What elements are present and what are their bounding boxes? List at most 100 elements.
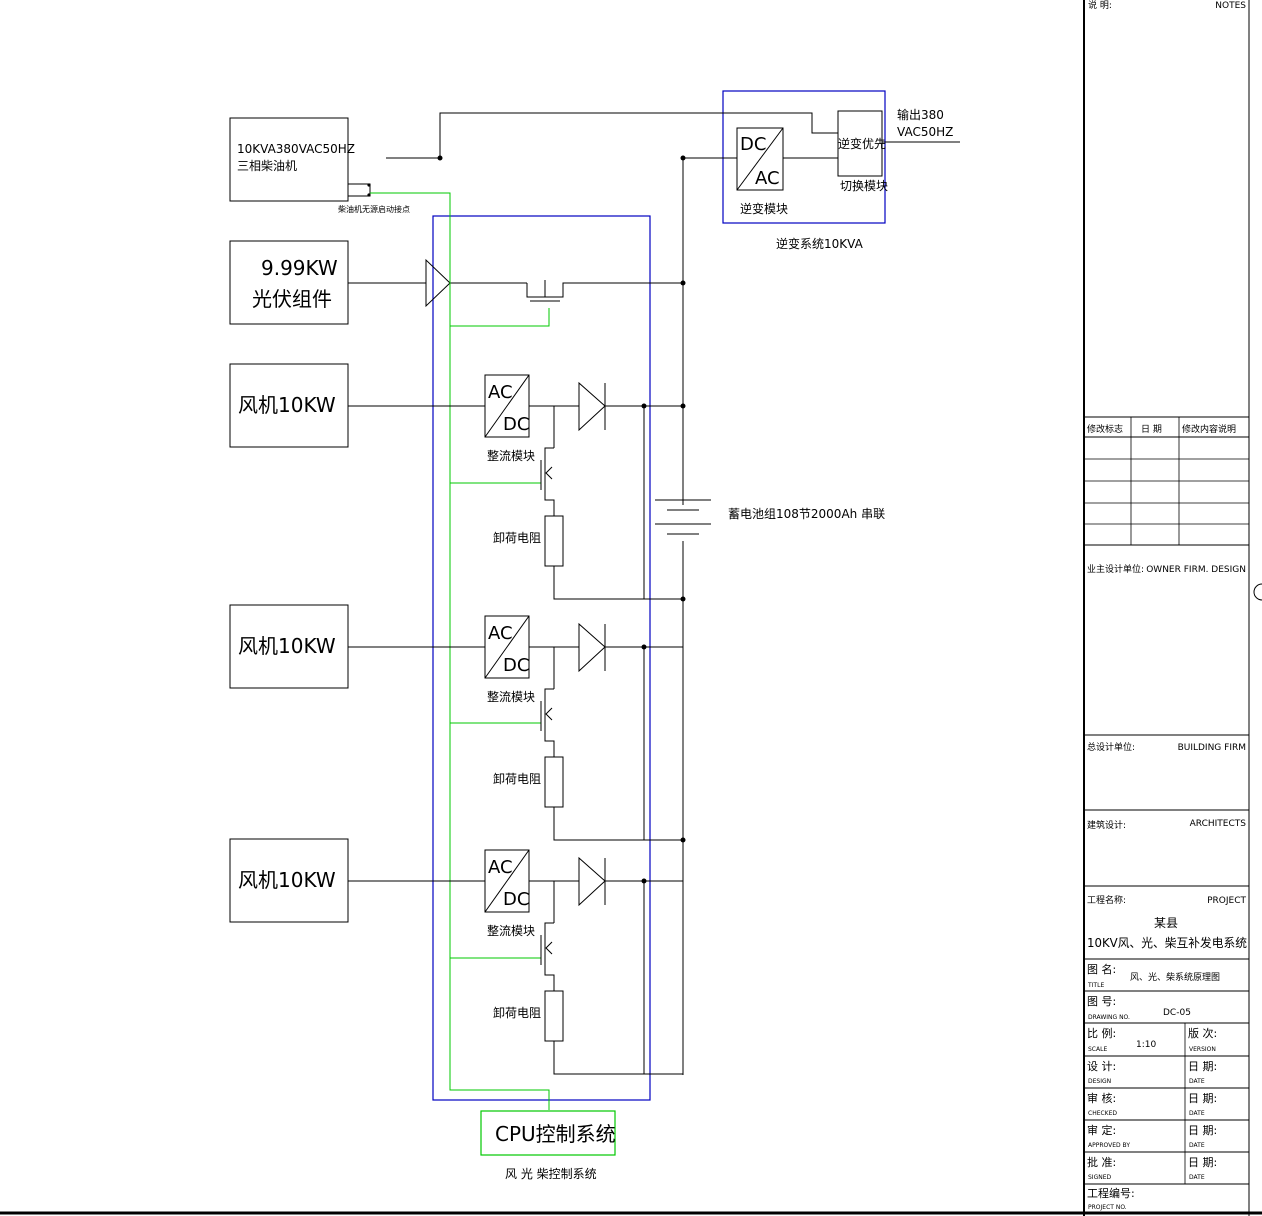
rectifier-dc-label: DC — [503, 414, 529, 435]
architect-value: ARCHITECTS — [1190, 819, 1247, 829]
dump-resistor: 卸荷电阻 — [493, 990, 564, 1042]
design-sub: DESIGN — [1088, 1078, 1111, 1085]
inverter-system-caption: 逆变系统10KVA — [776, 236, 864, 251]
diesel-generator-block: 10KVA380VAC50HZ 三相柴油机 柴油机无源启动接点 — [229, 117, 410, 214]
control-wiring — [370, 192, 550, 1110]
inverter-dc-label: DC — [740, 134, 766, 155]
wind-turbine-label: 风机10KW — [238, 393, 336, 417]
rectifier-module: AC DC 整流模块 — [484, 615, 535, 704]
notes-label-en: NOTES — [1215, 1, 1246, 11]
date4-sub: DATE — [1189, 1174, 1205, 1181]
drawing-title-label: 图 名: — [1087, 962, 1116, 976]
diode-icon — [578, 856, 606, 907]
pv-rating: 9.99KW — [261, 256, 338, 280]
inverter-module: DC AC 逆变模块 — [736, 127, 788, 216]
rev-header-content: 修改内容说明 — [1182, 423, 1236, 435]
rev-header-date: 日 期 — [1141, 424, 1162, 435]
drawing-title-value: 风、光、柴系统原理图 — [1130, 971, 1220, 983]
rectifier-module: AC DC 整流模块 — [484, 849, 535, 938]
date3-sub: DATE — [1189, 1142, 1205, 1149]
cpu-label: CPU控制系统 — [495, 1122, 616, 1146]
generator-type: 三相柴油机 — [237, 159, 297, 173]
version-sub: VERSION — [1189, 1046, 1216, 1053]
project-name-line2: 10KV风、光、柴互补发电系统 — [1087, 935, 1247, 950]
cpu-control-box — [480, 1110, 616, 1156]
checked-label: 审 核: — [1087, 1091, 1116, 1105]
transfer-switch-module: 逆变优先 切换模块 — [837, 110, 888, 193]
pv-switch-icon — [526, 280, 683, 302]
pv-diode-icon — [425, 258, 451, 308]
control-system-caption: 风 光 柴控制系统 — [505, 1167, 597, 1181]
dump-resistor-label: 卸荷电阻 — [493, 771, 541, 786]
diode-icon — [578, 622, 606, 673]
project-label: 工程名称: — [1087, 894, 1126, 906]
job-no-label: 工程编号: — [1087, 1186, 1135, 1200]
version-label: 版 次: — [1188, 1026, 1217, 1040]
rectifier-caption: 整流模块 — [487, 689, 535, 704]
signed-label: 批 准: — [1087, 1155, 1116, 1169]
dump-switch-icon — [540, 688, 555, 757]
battery-bank-label: 蓄电池组108节2000Ah 串联 — [728, 507, 885, 521]
generator-start-contact-note: 柴油机无源启动接点 — [338, 204, 410, 214]
design-label: 设 计: — [1087, 1060, 1116, 1073]
drawing-no-sub: DRAWING NO. — [1088, 1014, 1130, 1021]
battery-icon — [655, 499, 711, 535]
drawing-title-sub: TITLE — [1087, 982, 1104, 989]
title-block-text: 说 明: NOTES 修改标志 日 期 修改内容说明 业主设计单位: OWNER… — [1087, 0, 1247, 1211]
control-system-enclosure — [432, 215, 651, 1101]
date2-sub: DATE — [1189, 1110, 1205, 1117]
inverter-system-enclosure — [722, 90, 886, 224]
approved-sub: APPROVED BY — [1088, 1142, 1130, 1149]
rectifier-caption: 整流模块 — [487, 448, 535, 463]
rectifier-caption: 整流模块 — [487, 923, 535, 938]
wind-turbine-block: 风机10KW — [229, 604, 349, 689]
drawing-no-label: 图 号: — [1087, 995, 1116, 1008]
date1-label: 日 期: — [1188, 1060, 1217, 1073]
signed-sub: SIGNED — [1088, 1174, 1112, 1181]
scale-value: 1:10 — [1136, 1040, 1156, 1050]
transfer-switch-caption: 切换模块 — [840, 179, 888, 193]
generator-rating: 10KVA380VAC50HZ — [237, 142, 355, 156]
diode-icon — [578, 381, 606, 432]
client-label: 业主设计单位: — [1087, 563, 1144, 575]
inverter-module-caption: 逆变模块 — [740, 201, 788, 216]
rectifier-ac-label: AC — [488, 623, 513, 644]
inverter-priority-label: 逆变优先 — [838, 136, 886, 151]
date3-label: 日 期: — [1188, 1124, 1217, 1137]
wind-turbine-label: 风机10KW — [238, 634, 336, 658]
rectifier-ac-label: AC — [488, 382, 513, 403]
rectifier-module: AC DC 整流模块 — [484, 374, 535, 463]
rectifier-dc-label: DC — [503, 655, 529, 676]
scale-sub: SCALE — [1088, 1046, 1107, 1053]
architect-label: 建筑设计: — [1087, 819, 1126, 831]
project-name-line1: 某县 — [1154, 916, 1178, 930]
output-label-line2: VAC50HZ — [897, 125, 953, 139]
wind-turbine-label: 风机10KW — [238, 868, 336, 892]
dump-resistor-label: 卸荷电阻 — [493, 1005, 541, 1020]
rev-header-mark: 修改标志 — [1087, 423, 1123, 435]
wind-turbine-block: 风机10KW — [229, 363, 349, 448]
checked-sub: CHECKED — [1088, 1110, 1117, 1117]
rectifier-ac-label: AC — [488, 857, 513, 878]
notes-label: 说 明: — [1088, 0, 1112, 11]
dump-resistor-label: 卸荷电阻 — [493, 530, 541, 545]
date2-label: 日 期: — [1188, 1092, 1217, 1105]
design-firm-label: 总设计单位: — [1087, 741, 1135, 753]
dump-switch-icon — [540, 922, 555, 991]
output-label-line1: 输出380 — [897, 107, 944, 122]
dump-resistor: 卸荷电阻 — [493, 515, 564, 567]
client-value: OWNER FIRM. DESIGN — [1146, 565, 1246, 575]
drawing-no-value: DC-05 — [1163, 1008, 1191, 1018]
inverter-ac-label: AC — [755, 168, 780, 189]
date4-label: 日 期: — [1188, 1156, 1217, 1169]
pv-label: 光伏组件 — [252, 287, 332, 311]
design-firm-value: BUILDING FIRM — [1178, 743, 1246, 753]
rectifier-dc-label: DC — [503, 889, 529, 910]
approved-label: 审 定: — [1087, 1123, 1116, 1137]
scale-label: 比 例: — [1087, 1026, 1116, 1040]
job-no-sub: PROJECT NO. — [1088, 1204, 1127, 1211]
